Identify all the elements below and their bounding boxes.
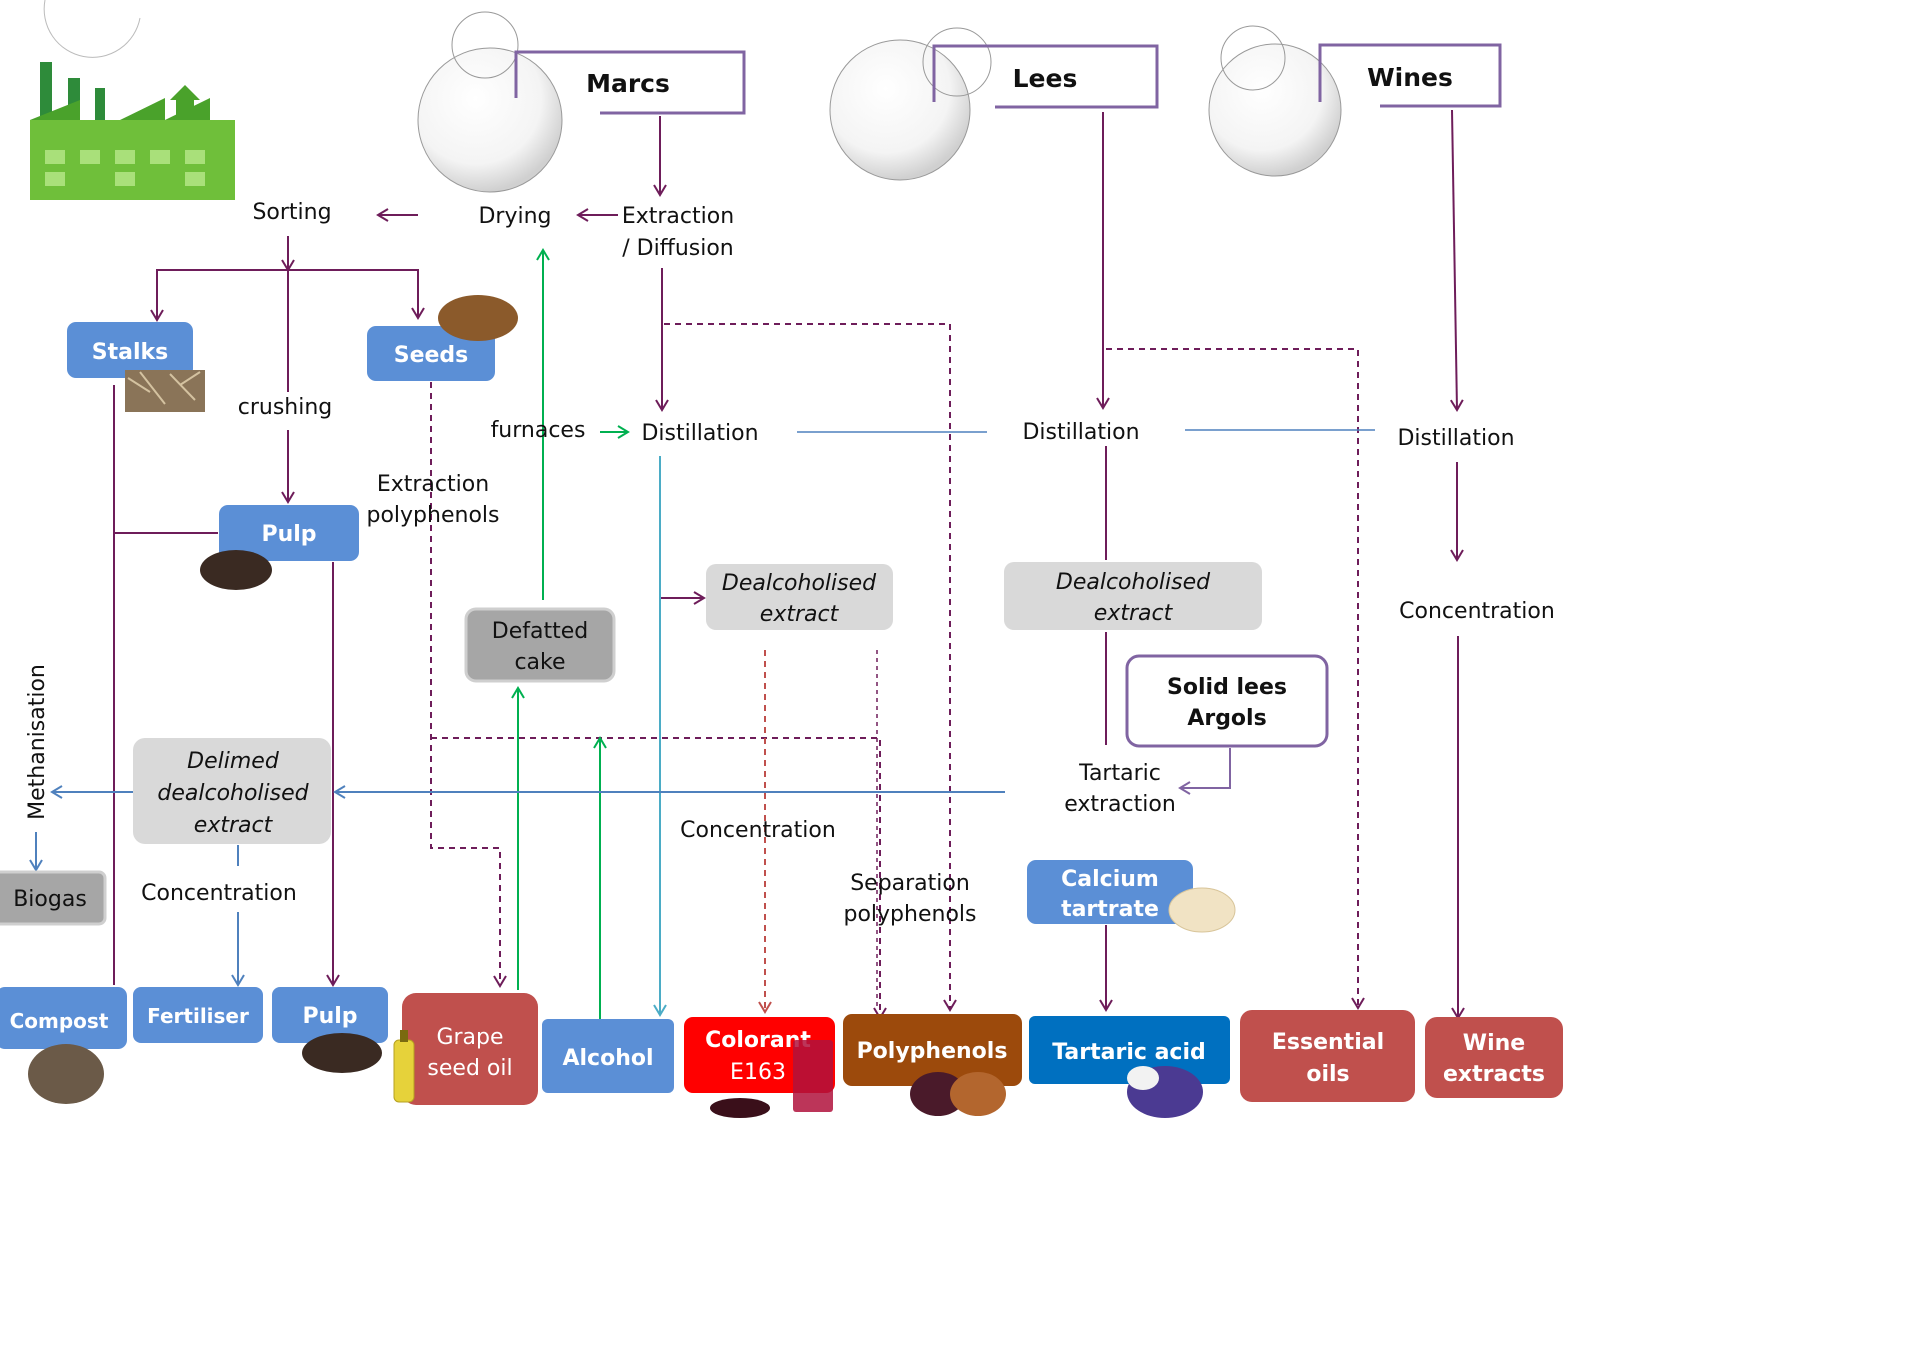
seeds-label: Seeds [394,343,469,368]
tartrate-label: tartrate [1061,897,1159,922]
alcohol-box: Alcohol [542,1019,674,1093]
polyphenols-step-label: polyphenols [367,503,500,528]
wine-label: Wine [1463,1031,1525,1056]
polyphenols-photo-icon [910,1072,1006,1116]
dealcoholised-marcs-label: Dealcoholised [722,571,877,596]
lees-label: Lees [1013,64,1078,93]
purple-flow-lines [113,109,1465,1020]
cake-label: cake [514,650,565,675]
green-flow-lines [511,248,630,1028]
separation-label: Separation [850,871,970,896]
pulp-product-label: Pulp [302,1004,357,1029]
bubble-icon [1208,25,1342,177]
biogas-label: Biogas [13,887,87,912]
dashed-flow-lines [430,323,1365,1020]
compost-photo-icon [28,1044,104,1104]
fertiliser-box: Fertiliser [133,987,263,1043]
stalks-box: Stalks [67,322,193,378]
extract-marcs-label: extract [760,602,840,627]
sorting-label: Sorting [252,200,331,225]
compost-box: Compost [0,987,127,1049]
defatted-cake-box: Defatted cake [464,607,616,683]
extraction-label: Extraction [622,204,734,229]
factory-icon [30,62,235,200]
pulp-product-box: Pulp [272,987,388,1043]
delimed-extract-box: Delimed dealcoholised extract [133,738,331,844]
tartaric-acid-box: Tartaric acid [1029,1016,1230,1084]
e163-label: E163 [730,1060,786,1085]
bubble-icon [829,27,992,181]
seeds-box: Seeds [367,326,495,381]
defatted-label: Defatted [492,619,588,644]
blue-arrows [29,785,1005,987]
extraction-polyphenols-label: Extraction [377,472,489,497]
wines-label: Wines [1367,63,1453,92]
diagram-canvas: Marcs Lees Wines Solid lees Argols [0,0,1563,1118]
extracts-label: extracts [1443,1062,1545,1087]
essential-label: Essential [1272,1030,1384,1055]
seeds-photo-icon [438,295,518,341]
methanisation-label: Methanisation [25,664,50,820]
delimed-dealcoholised-label: dealcoholised [157,781,309,806]
colorant-photo-icon [710,1040,833,1118]
bubble-icon [43,0,141,58]
marcs-label: Marcs [586,69,670,98]
grape-seed-oil-box: Grape seed oil [402,993,538,1105]
delimed-extract-label: extract [194,813,274,838]
alcohol-label: Alcohol [562,1046,653,1071]
bubble-icon [417,11,563,193]
grape-label: Grape [436,1025,503,1050]
oils-label: oils [1306,1062,1349,1087]
distillation-marcs-label: Distillation [641,421,758,446]
separation-polyphenols-label: polyphenols [844,902,977,927]
calcium-label: Calcium [1061,867,1159,892]
crushing-label: crushing [238,395,333,420]
polyphenols-box: Polyphenols [843,1014,1022,1086]
pulp-photo-icon [200,550,272,590]
concentration-colorant-label: Concentration [680,818,836,843]
extract-lees-label: extract [1094,601,1174,626]
tartaric-extraction-label: extraction [1064,792,1176,817]
stalks-label: Stalks [92,340,168,365]
powder-photo-icon [1168,887,1236,933]
dealcoholised-marcs-box: Dealcoholised extract [706,564,893,630]
fertiliser-label: Fertiliser [147,1004,249,1028]
concentration-wines-label: Concentration [1399,599,1555,624]
drying-label: Drying [478,204,551,229]
oil-bottle-icon [393,1030,415,1103]
concentration-fertiliser-label: Concentration [141,881,297,906]
pulp-label: Pulp [261,522,316,547]
diffusion-label: / Diffusion [622,236,734,261]
valorisation-flow-diagram: Marcs Lees Wines Solid lees Argols [0,0,1563,1118]
wines-source: Wines [1318,43,1502,108]
dealcoholised-lees-box: Dealcoholised extract [1004,562,1262,630]
blue-flow-lines [797,429,1375,433]
distillation-lees-label: Distillation [1022,420,1139,445]
furnaces-label: furnaces [491,418,586,443]
solid-lees-label: Solid lees [1167,675,1287,700]
tartaric-acid-photo-icon [1127,1066,1203,1118]
argols-label: Argols [1187,706,1266,731]
lees-source: Lees [932,44,1159,109]
tartaric-label: Tartaric [1078,761,1161,786]
seed-oil-label: seed oil [427,1056,512,1081]
dealcoholised-lees-label: Dealcoholised [1056,570,1211,595]
pulp-box: Pulp [219,505,359,561]
wine-extracts-box: Wine extracts [1425,1017,1563,1098]
tartaric-acid-label: Tartaric acid [1052,1040,1206,1065]
calcium-tartrate-box: Calcium tartrate [1027,860,1193,924]
marcs-source: Marcs [514,50,746,115]
biogas-box: Biogas [0,870,107,926]
stalks-photo-icon [125,370,205,412]
polyphenols-label: Polyphenols [857,1039,1008,1064]
delimed-label: Delimed [187,749,280,774]
solid-lees-arrow [1178,748,1231,795]
essential-oils-box: Essential oils [1240,1010,1415,1102]
distillation-wines-label: Distillation [1397,426,1514,451]
solid-lees-box: Solid lees Argols [1125,654,1329,748]
pulp-photo-icon [302,1033,382,1073]
compost-label: Compost [10,1009,109,1033]
